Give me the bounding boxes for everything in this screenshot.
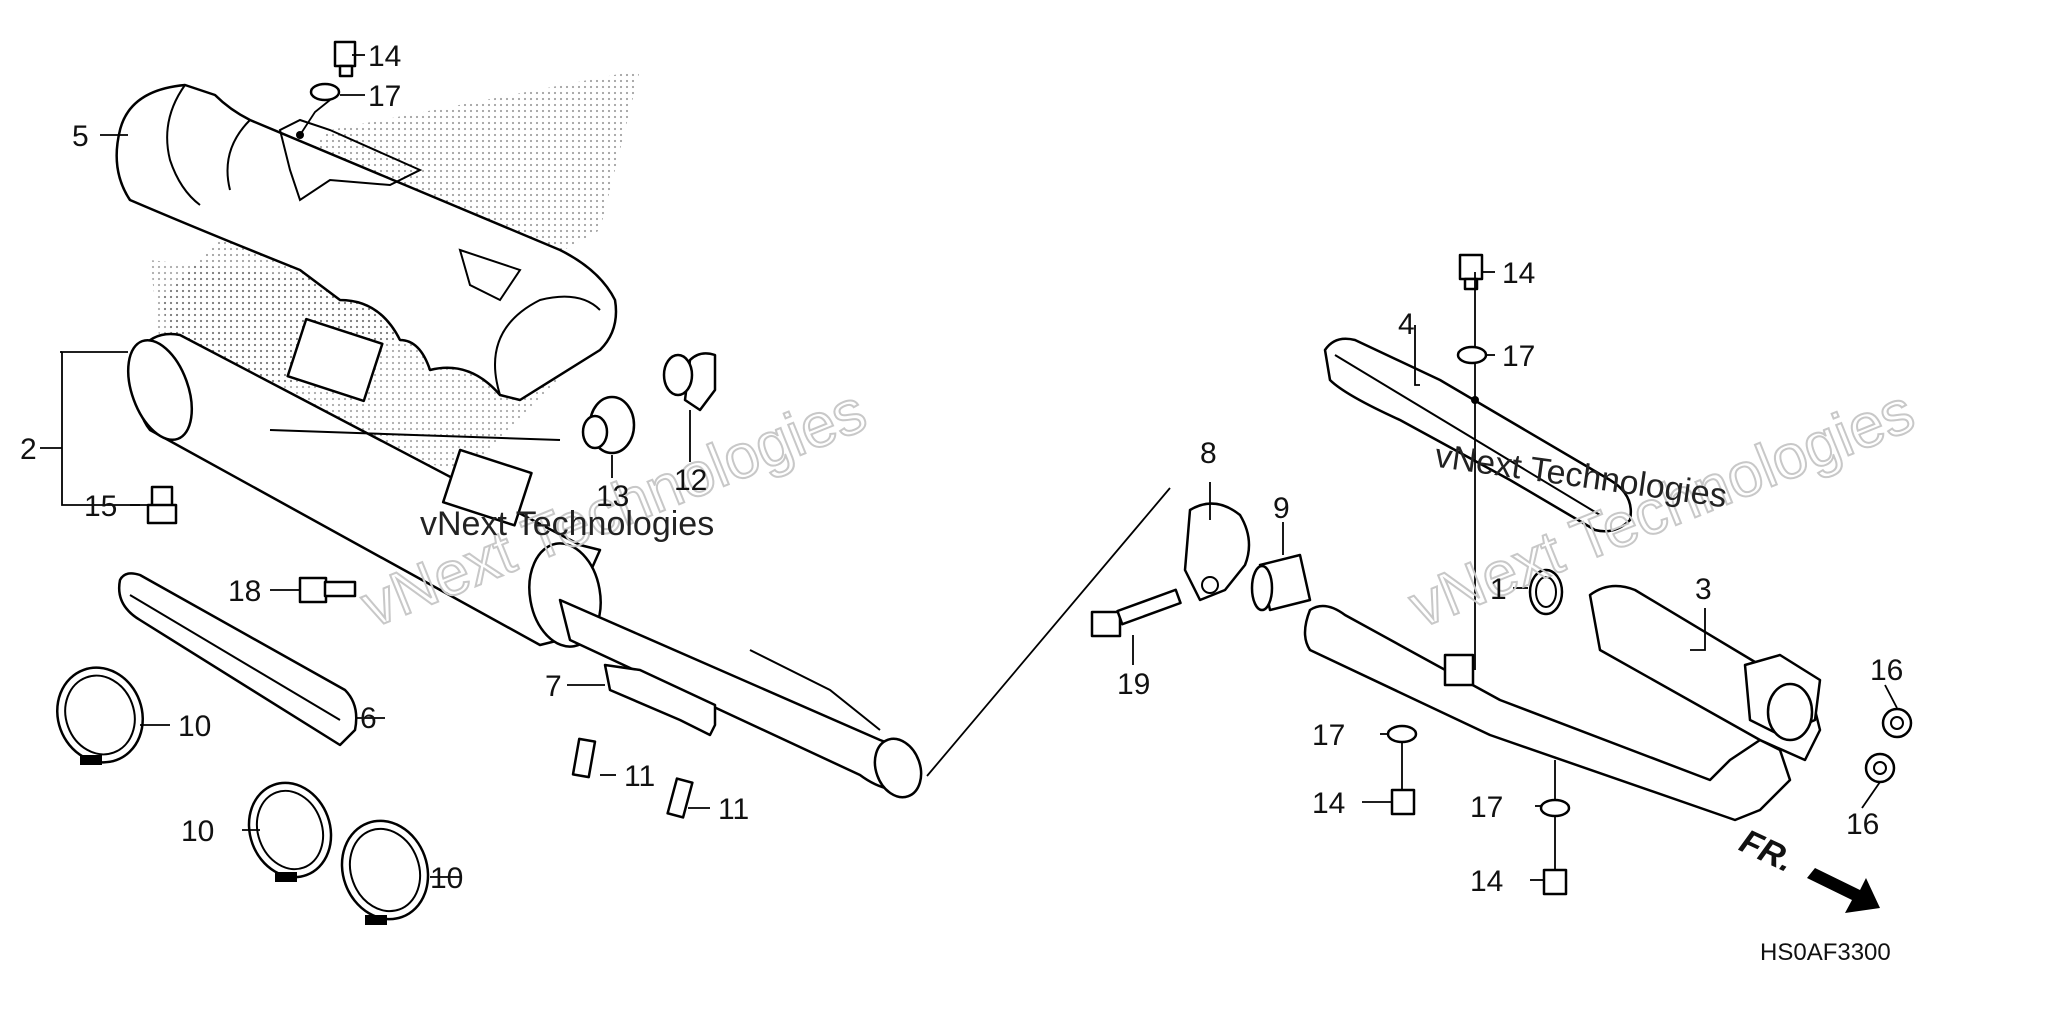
clamp-c[interactable] (328, 809, 441, 932)
callout-17-shield: 17 (1502, 340, 1535, 373)
heat-shield-pipe[interactable] (1323, 337, 1633, 533)
callout-14-top: 14 (368, 40, 401, 73)
callout-10-c: 10 (430, 862, 463, 895)
callout-2: 2 (20, 433, 37, 466)
callout-18: 18 (228, 575, 261, 608)
callout-13: 13 (596, 480, 629, 513)
callout-10-a: 10 (178, 710, 211, 743)
callout-19: 19 (1117, 668, 1150, 701)
callout-10-b: 10 (181, 815, 214, 848)
pin-b[interactable] (666, 777, 694, 819)
bolt-14-mid[interactable] (1390, 788, 1416, 816)
callout-14-mid: 14 (1312, 787, 1345, 820)
callout-14-shield: 14 (1502, 257, 1535, 290)
grommet[interactable] (581, 395, 636, 455)
callout-14-low: 14 (1470, 865, 1503, 898)
bracket[interactable] (603, 663, 717, 737)
direction-label: FR. (1734, 822, 1800, 880)
lower-shield[interactable] (117, 572, 358, 747)
washer-17-low[interactable] (1539, 798, 1571, 818)
callout-9: 9 (1273, 492, 1290, 525)
callout-8: 8 (1200, 437, 1217, 470)
callout-6: 6 (360, 702, 377, 735)
bolt-15[interactable] (146, 485, 178, 525)
diagram-code: HS0AF3300 (1760, 939, 1891, 966)
muffler[interactable] (116, 317, 929, 804)
bolt-18[interactable] (298, 576, 357, 604)
gasket-ring[interactable] (1528, 568, 1564, 616)
callout-16-top: 16 (1870, 654, 1903, 687)
washer-17-top-left[interactable] (309, 82, 341, 102)
callouts: 5 2 15 18 14 17 6 10 10 10 7 11 11 13 12… (20, 40, 1903, 966)
heat-shield-muffler[interactable] (115, 83, 618, 402)
callout-5: 5 (72, 120, 89, 153)
callout-11-b: 11 (718, 793, 749, 826)
front-arrow-icon (1807, 868, 1880, 913)
callout-11-a: 11 (624, 760, 655, 793)
exhaust-clamp[interactable] (1183, 502, 1251, 602)
callout-15: 15 (84, 490, 117, 523)
pin-a[interactable] (571, 737, 597, 779)
callout-17-low: 17 (1470, 791, 1503, 824)
clamp-b[interactable] (236, 771, 344, 889)
exhaust-pipe[interactable] (1303, 584, 1822, 822)
callout-7: 7 (545, 670, 562, 703)
svg-text:vNext Technologies: vNext Technologies (420, 505, 714, 543)
washer-17-shield[interactable] (1456, 345, 1488, 365)
bolt-14-top-left[interactable] (333, 40, 357, 78)
callout-3: 3 (1695, 573, 1712, 606)
callout-16-bottom: 16 (1846, 808, 1879, 841)
bolt-19[interactable] (1090, 588, 1182, 638)
washer-17-mid[interactable] (1386, 724, 1418, 744)
callout-17-top: 17 (368, 80, 401, 113)
nut-16-bottom[interactable] (1864, 752, 1896, 784)
nut-16-top[interactable] (1881, 707, 1913, 739)
callout-4: 4 (1398, 308, 1415, 341)
callout-17-mid: 17 (1312, 719, 1345, 752)
spark-arrester-cap[interactable] (662, 352, 717, 412)
bolt-14-shield[interactable] (1458, 253, 1484, 291)
gasket-sleeve[interactable] (1250, 553, 1312, 612)
bolt-14-low[interactable] (1542, 868, 1568, 896)
leader-lines (40, 54, 1898, 881)
callout-1: 1 (1490, 573, 1507, 606)
callout-12: 12 (674, 464, 707, 497)
clamp-a[interactable] (44, 656, 156, 775)
